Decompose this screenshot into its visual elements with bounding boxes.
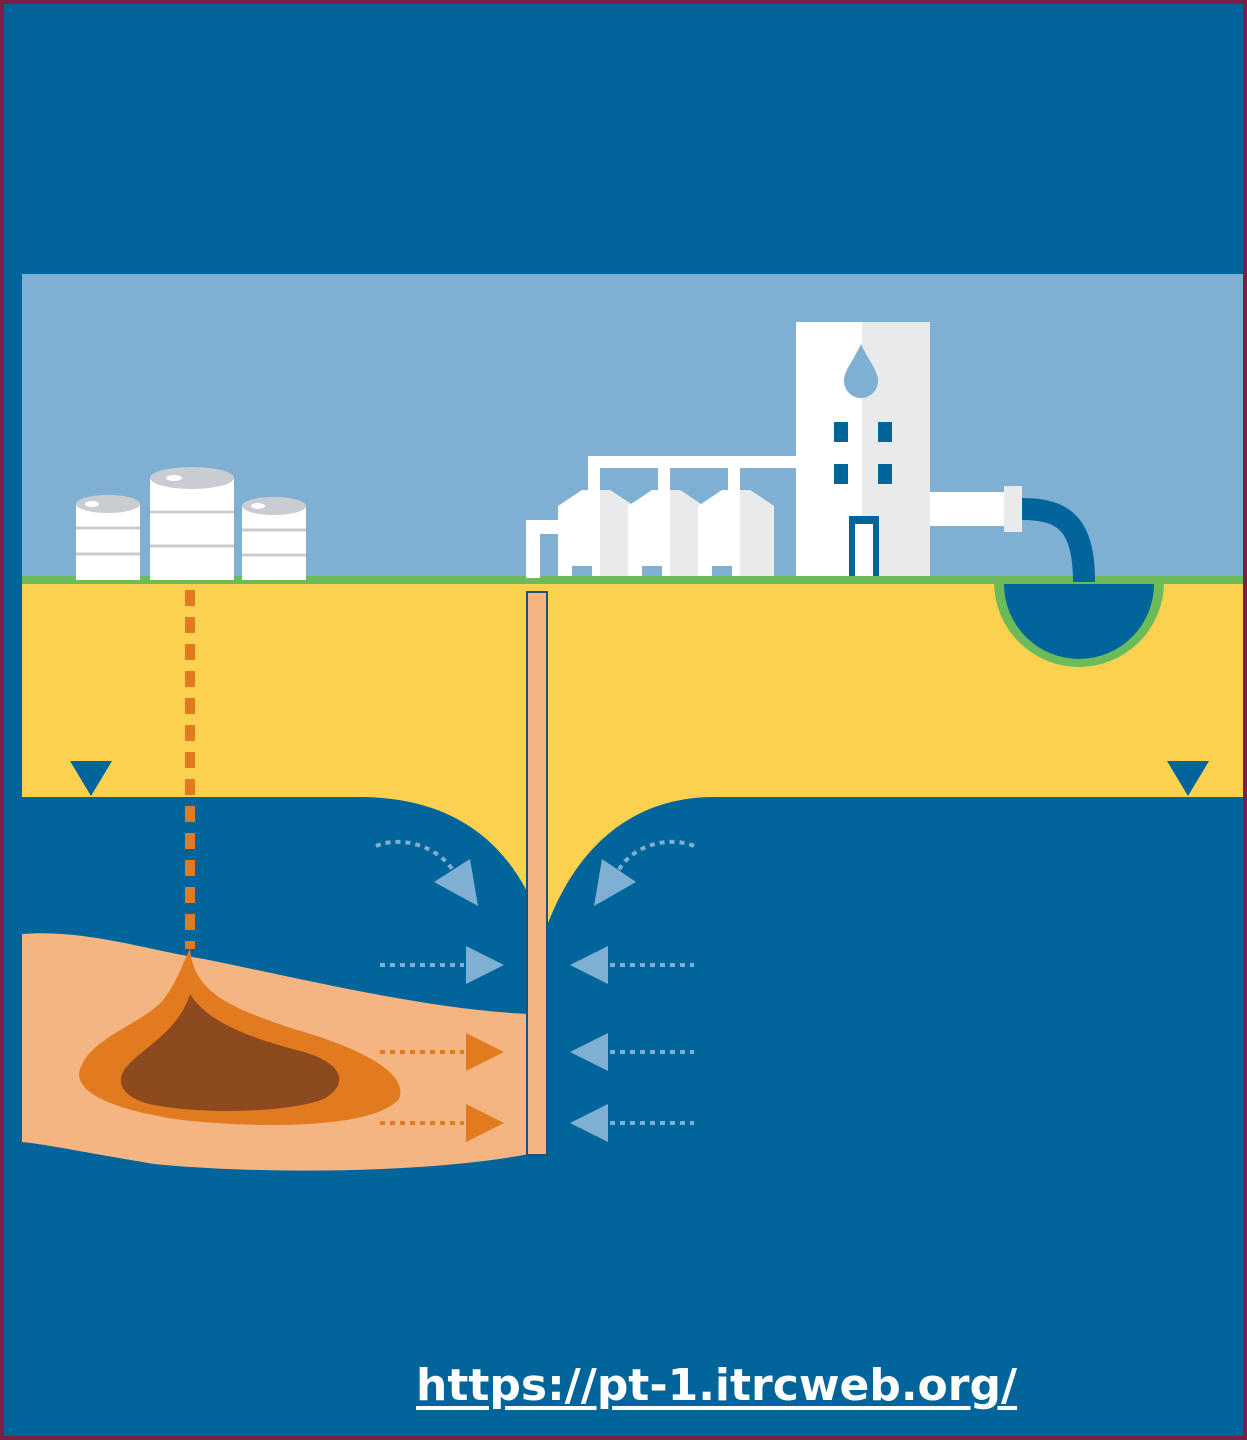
drum-icon (150, 467, 234, 580)
plume-core (120, 994, 340, 1111)
website-link[interactable]: https://pt-1.itrcweb.org/ (416, 1360, 1018, 1411)
treatment-plant-icon (526, 322, 1022, 578)
flow-arrow-icon (614, 839, 695, 877)
vadose-zone (22, 584, 1243, 934)
flow-arrow-icon (375, 839, 458, 877)
discharge-pipe-icon (1021, 498, 1095, 583)
water-table-marker-icon (70, 761, 112, 796)
water-drop-icon (844, 344, 878, 398)
pump-and-treat-diagram (22, 274, 1243, 1171)
drum-icon (76, 495, 140, 580)
ground-surface-line (22, 576, 1243, 584)
drum-icon (242, 497, 306, 580)
extraction-well-icon (526, 591, 548, 1156)
water-table-marker-icon (1167, 761, 1209, 796)
